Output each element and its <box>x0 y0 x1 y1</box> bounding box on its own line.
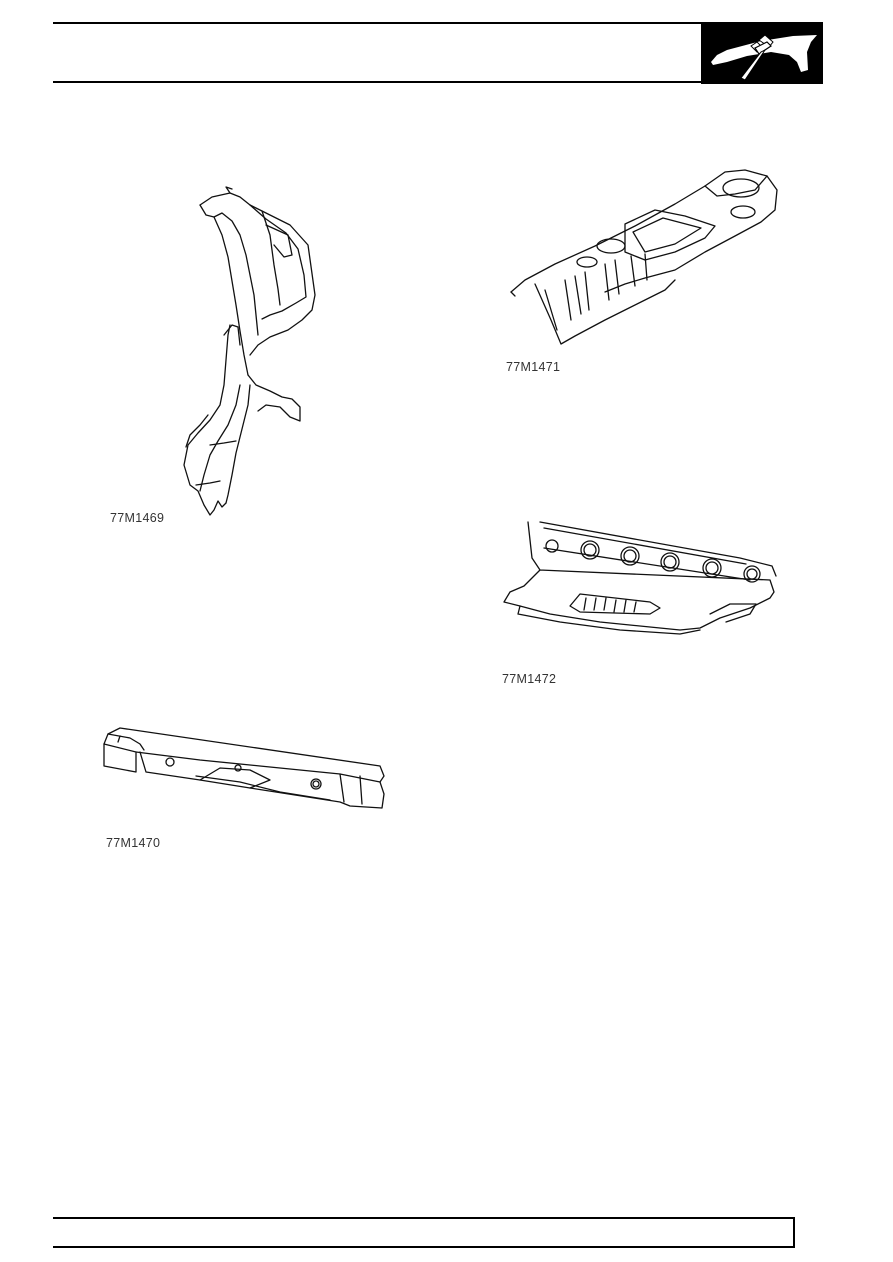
footer-right-rule <box>793 1217 795 1248</box>
section-icon-box <box>701 22 823 84</box>
figure-4-drawing <box>503 521 777 635</box>
figure-2-drawing <box>103 727 385 809</box>
figure-caption: 77M1470 <box>106 836 161 850</box>
header-top-rule <box>53 22 701 24</box>
figure-caption: 77M1469 <box>110 511 165 525</box>
body-repair-hammer-panel-icon <box>711 34 817 81</box>
figure-caption: 77M1472 <box>502 672 557 686</box>
figure-caption: 77M1471 <box>506 360 561 374</box>
figure-1-drawing <box>183 186 316 516</box>
header-bottom-rule <box>53 81 701 83</box>
footer-top-rule <box>53 1217 795 1219</box>
figure-3-drawing <box>510 169 778 345</box>
footer-bottom-rule <box>53 1246 795 1248</box>
